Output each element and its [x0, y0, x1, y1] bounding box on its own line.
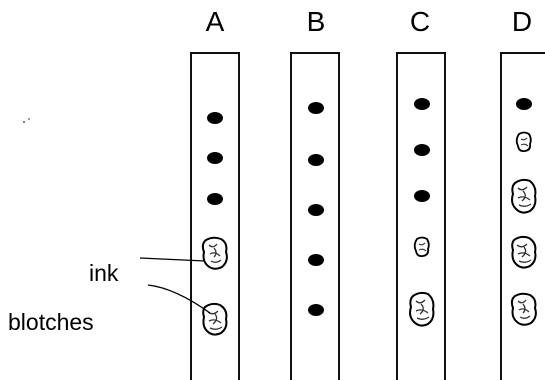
tape-c	[396, 52, 446, 380]
tape-b-dot-4	[308, 254, 324, 266]
tape-d-ink-blotch-3	[510, 292, 537, 326]
tape-a-ink-blotch-1	[201, 236, 228, 270]
tape-c-dot-2	[414, 144, 430, 156]
tape-b-dot-3	[308, 204, 324, 216]
tape-b-dot-5	[308, 304, 324, 316]
tape-c-ink-blotch	[409, 291, 435, 327]
tape-c-label: C	[409, 6, 431, 37]
tape-d-label: D	[511, 6, 533, 37]
tape-d	[500, 52, 545, 380]
tape-d-ink-blotch-2	[511, 235, 537, 269]
tape-b	[290, 52, 340, 380]
tape-d-dot-1	[516, 98, 532, 110]
tape-a-label: A	[205, 6, 225, 37]
tape-a	[190, 52, 240, 380]
tape-c-dot-3	[414, 190, 430, 202]
tape-c-dot-1	[414, 98, 430, 110]
tape-b-dot-1	[308, 102, 324, 114]
tape-b-dot-2	[308, 154, 324, 166]
tape-d-ink-blotch-small	[515, 131, 532, 153]
tape-d-ink-blotch-1	[511, 178, 537, 214]
annotation-ink: ink	[89, 260, 119, 286]
tape-b-label: B	[306, 6, 326, 37]
tape-a-dot-2	[207, 152, 223, 164]
tape-c-ink-blotch-small	[413, 236, 430, 258]
tape-a-dot-3	[207, 193, 223, 205]
annotation-blotches: blotches	[8, 309, 94, 335]
tape-a-dot-1	[207, 112, 223, 124]
